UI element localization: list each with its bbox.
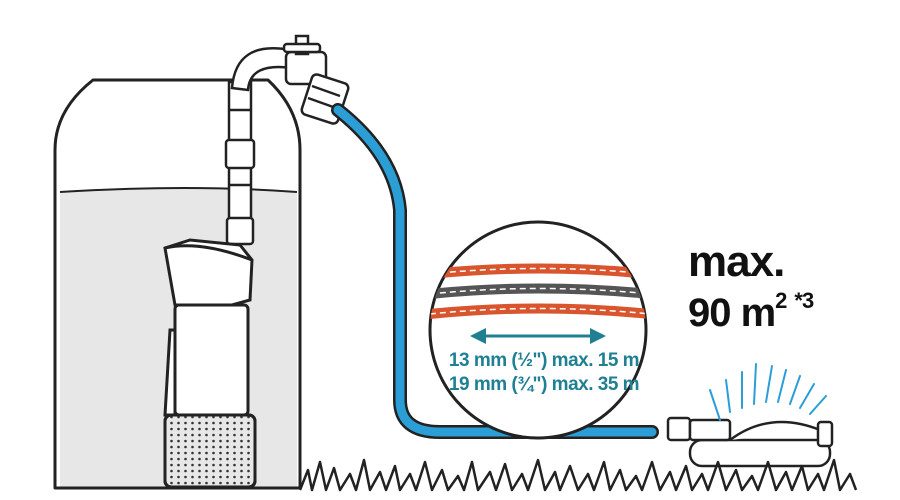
coverage-label: max. 90 m2 *3 bbox=[688, 237, 814, 335]
coverage-footnote: *3 bbox=[794, 288, 814, 313]
hose-spec-19mm: 19 mm (¾") max. 35 m bbox=[448, 374, 640, 395]
length-arrow bbox=[470, 328, 606, 344]
coverage-area-value: 90 m bbox=[688, 291, 776, 335]
tap-valve bbox=[282, 34, 350, 125]
elbow-pipe bbox=[230, 47, 294, 92]
riser-pipe bbox=[224, 80, 256, 246]
hose-detail-lens bbox=[428, 220, 648, 440]
coverage-max: max. bbox=[688, 237, 785, 286]
coverage-area-exponent: 2 bbox=[775, 288, 787, 313]
coverage-area: 90 m2 *3 bbox=[688, 288, 814, 335]
water-spray bbox=[709, 363, 827, 421]
hose-spec-13mm: 13 mm (½") max. 15 m bbox=[448, 350, 640, 371]
sprinkler bbox=[666, 416, 834, 468]
submersible-pump bbox=[163, 238, 257, 489]
water-surface bbox=[59, 187, 298, 193]
grass bbox=[298, 458, 858, 492]
